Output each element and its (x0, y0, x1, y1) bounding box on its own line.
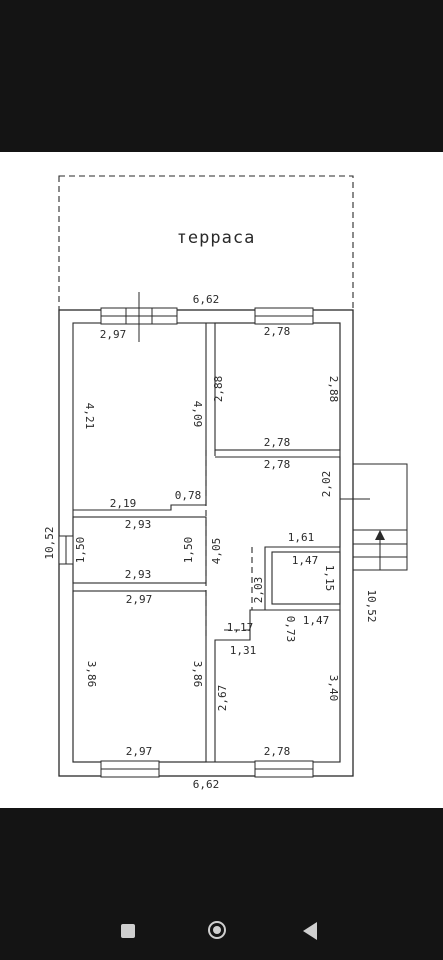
dim-hall-left: 4,05 (210, 538, 223, 565)
dim-r3-right: 1,50 (182, 537, 195, 564)
dim-bath-top: 1,47 (292, 554, 319, 567)
dim-r1-top: 2,97 (100, 328, 127, 341)
hall-walls (215, 456, 341, 610)
dim-hall-bottom-b: 1,31 (230, 644, 257, 657)
floor-plan: терраса (43, 175, 408, 791)
dim-r2-left: 2,88 (212, 376, 225, 403)
square-icon[interactable] (121, 924, 135, 938)
room-2-walls (214, 322, 341, 451)
triangle-back-icon[interactable] (303, 922, 317, 940)
dim-r1-left: 4,21 (83, 403, 96, 430)
dim-total-width-top: 6,62 (193, 293, 220, 306)
room-5-walls (214, 609, 341, 763)
dim-total-length-left: 10,52 (43, 526, 56, 559)
dim-total-length-right: 10,52 (365, 589, 378, 622)
circle-icon[interactable] (208, 921, 226, 939)
window-bottom-left (100, 760, 160, 778)
bathroom-walls (271, 551, 341, 605)
dim-r3-left: 1,50 (74, 537, 87, 564)
dim-r3-top: 2,93 (125, 518, 152, 531)
dim-bath-left: 2,03 (252, 577, 265, 604)
dim-hall-top: 2,78 (264, 458, 291, 471)
dim-r4-top: 2,97 (126, 593, 153, 606)
dim-hall-mid: 1,61 (288, 531, 315, 544)
entrance-arrow-icon (375, 530, 385, 540)
dim-r1-right: 4,09 (191, 401, 204, 428)
dim-r3-bottom: 2,93 (125, 568, 152, 581)
dim-bath-right: 1,15 (323, 565, 336, 592)
dim-hall-step: 0,73 (284, 616, 297, 643)
dim-r5-top: 1,47 (303, 614, 330, 627)
window-bottom-right (254, 760, 314, 778)
dim-r5-left: 2,67 (216, 685, 229, 712)
dim-r4-left: 3,86 (85, 661, 98, 688)
dim-r2-top: 2,78 (264, 325, 291, 338)
terrace-label: терраса (177, 228, 256, 248)
room-1-walls (73, 322, 207, 511)
dim-r2-right: 2,88 (327, 376, 340, 403)
dim-r1-bottom: 2,19 (110, 497, 137, 510)
entrance-steps (352, 529, 408, 571)
dim-r4-bottom: 2,97 (126, 745, 153, 758)
window-top-right (254, 307, 314, 325)
dim-r5-bottom: 2,78 (264, 745, 291, 758)
dim-r4-right: 3,86 (191, 661, 204, 688)
dim-hall-right: 2,02 (320, 471, 333, 498)
dim-total-width-bottom: 6,62 (193, 778, 220, 791)
dim-r2-bottom: 2,78 (264, 436, 291, 449)
window-left (58, 535, 74, 565)
image-viewer[interactable]: терраса (0, 152, 443, 808)
porch (352, 463, 408, 531)
dim-hall-bottom-a: 1,17 (227, 621, 254, 634)
dim-r1-step: 0,78 (175, 489, 202, 502)
dim-r5-right: 3,40 (327, 675, 340, 702)
